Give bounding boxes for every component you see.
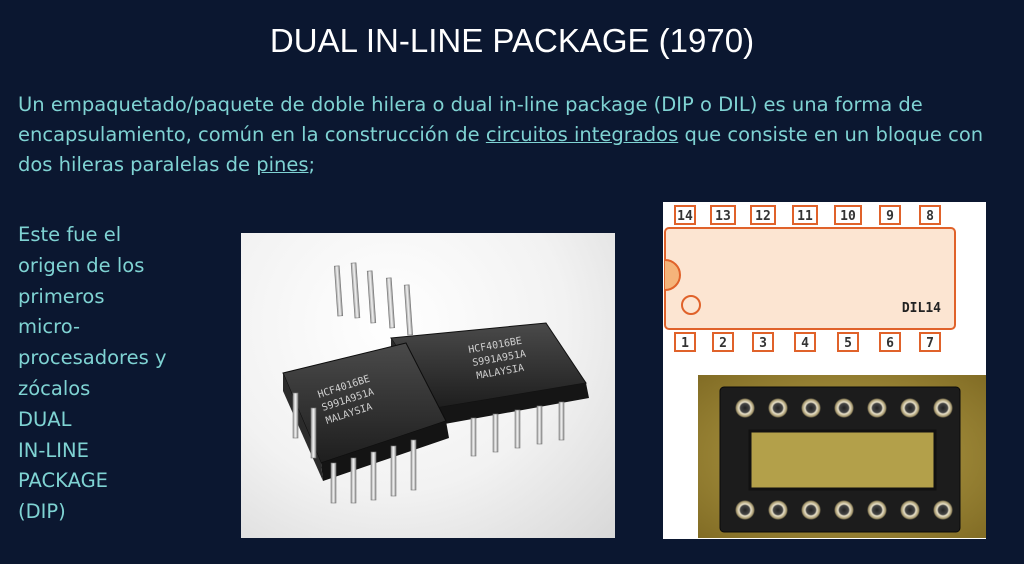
intro-text-1: Un empaquetado/paquete de doble hilera o… [18, 93, 923, 146]
dip-socket-illustration [698, 375, 986, 538]
bottom-pin-label: 2 [719, 336, 727, 351]
bottom-pin-label: 3 [759, 336, 767, 351]
top-pin-label: 9 [886, 209, 894, 224]
dip-chips-illustration: HCF4016BE S991A951A MALAYSIA HCF4016BE S… [282, 262, 589, 504]
side-line: procesadores y [18, 346, 167, 370]
intro-text-3: ; [308, 153, 316, 176]
bottom-pin-label: 5 [844, 336, 852, 351]
bottom-pin-label: 1 [681, 336, 689, 351]
notch-icon [664, 259, 681, 291]
side-line: Este fue el [18, 223, 122, 246]
intro-paragraph: Un empaquetado/paquete de doble hilera o… [18, 90, 1013, 180]
side-line: PACKAGE [18, 469, 108, 493]
link-pines[interactable]: pines [256, 153, 309, 176]
side-line: micro- [18, 315, 81, 339]
top-pin-label: 12 [755, 209, 771, 224]
side-line: (DIP) [18, 500, 66, 524]
bottom-pin-label: 4 [801, 336, 809, 351]
socket-center-opening [748, 429, 937, 491]
intro-text-2: que consiste en un bloque con dos hilera… [18, 123, 984, 176]
bottom-pin-label: 7 [926, 336, 934, 351]
slide-title: DUAL IN-LINE PACKAGE (1970) [269, 22, 755, 59]
top-pin-label: 14 [677, 209, 693, 224]
side-line: IN-LINE [18, 438, 89, 462]
dil14-label: DIL14 [902, 301, 941, 316]
dip-socket-photo [698, 375, 986, 538]
side-caption: Este fue el origen de los primeros micro… [18, 220, 218, 528]
link-circuitos-integrados[interactable]: circuitos integrados [485, 123, 679, 146]
bottom-pin-label: 6 [886, 336, 894, 351]
side-line: primeros [18, 284, 105, 308]
dip-chips-photo: HCF4016BE S991A951A MALAYSIA HCF4016BE S… [241, 233, 615, 538]
side-line: origen de los [18, 253, 145, 277]
top-pin-label: 13 [715, 209, 731, 224]
top-pin-label: 11 [797, 209, 813, 224]
top-pin-label: 10 [840, 209, 856, 224]
side-line: DUAL [18, 407, 72, 431]
pin1-dot-icon [681, 295, 701, 315]
dil14-pinout-svg: 14 13 12 11 10 9 8 DIL14 1 2 3 4 5 [664, 205, 956, 352]
top-pin-label: 8 [926, 209, 934, 224]
side-line: zócalos [18, 376, 91, 400]
